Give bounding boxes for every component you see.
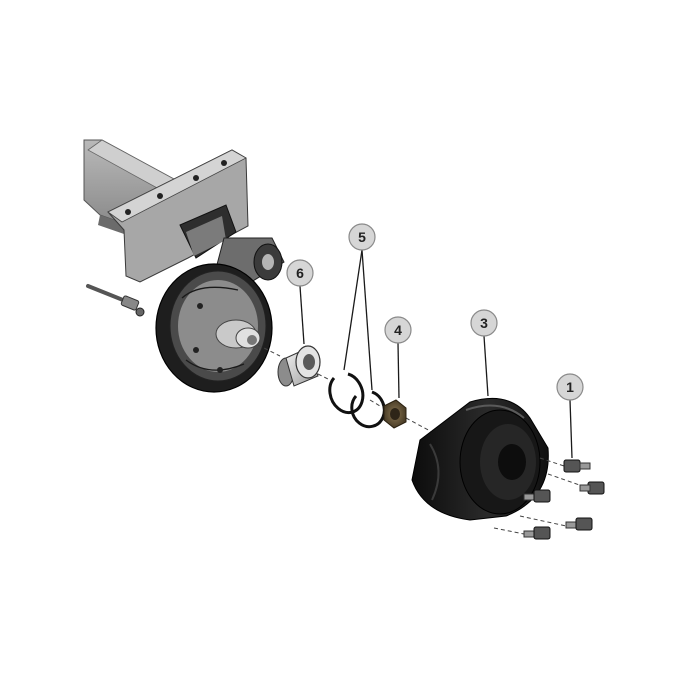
callout-1: 1 (556, 373, 584, 401)
wheel-bolt (523, 489, 551, 503)
svg-text:4: 4 (394, 322, 402, 338)
brake-drum (411, 397, 549, 521)
brake-backing-plate (155, 263, 273, 393)
bearing-part (277, 345, 321, 387)
mounting-bracket (107, 149, 249, 283)
wheel-bolts (493, 457, 605, 540)
callout-4: 4 (384, 316, 412, 344)
wheel-bolt (519, 515, 593, 531)
wheel-bolt (539, 457, 591, 473)
svg-text:5: 5 (358, 229, 366, 245)
assembly-axis (257, 344, 433, 433)
brake-cable (86, 284, 145, 317)
wheel-bolt (547, 473, 605, 495)
svg-text:6: 6 (296, 265, 304, 281)
suspension-arm (179, 204, 285, 291)
wheel-bolt (493, 526, 551, 540)
leader-lines (299, 249, 573, 459)
circlip-rings (328, 372, 386, 429)
callout-5: 5 (348, 223, 376, 251)
svg-text:1: 1 (566, 379, 574, 395)
hub-nut (383, 399, 407, 429)
callout-3: 3 (470, 309, 498, 337)
callout-6: 6 (286, 259, 314, 287)
svg-text:3: 3 (480, 315, 488, 331)
